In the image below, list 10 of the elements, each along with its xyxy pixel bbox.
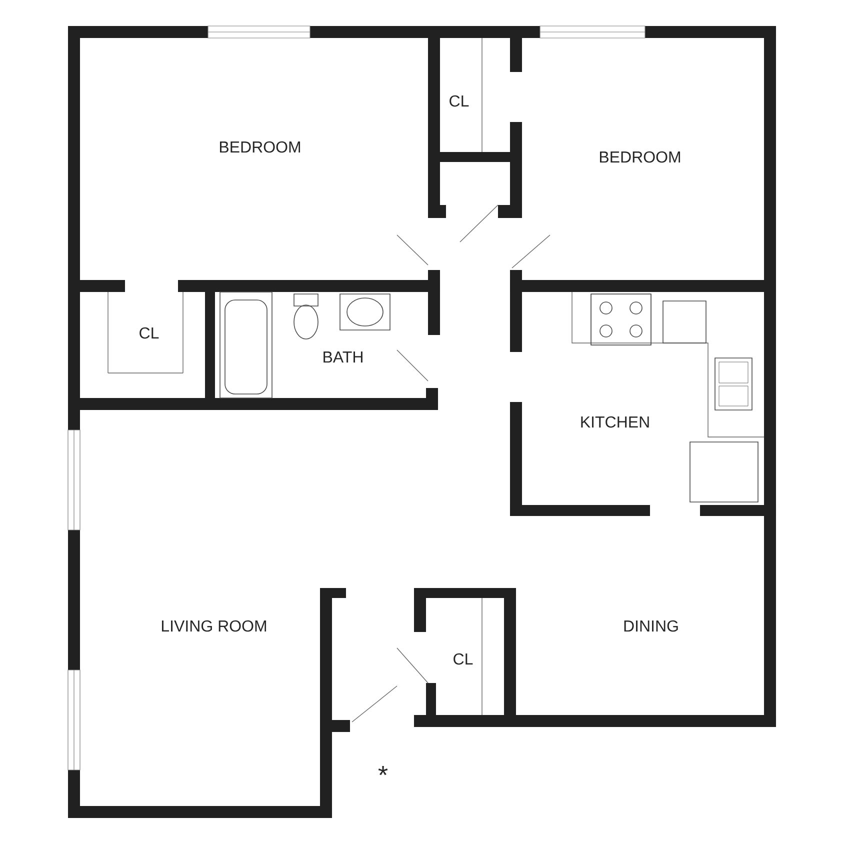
room-label: CL [140, 327, 159, 339]
room-label: BEDROOM [600, 151, 680, 163]
asterisk-mark: * [378, 766, 388, 776]
room-label: CL [450, 95, 469, 107]
room-label: BATH [324, 352, 362, 362]
room-label: CL [454, 653, 473, 665]
room-label: KITCHEN [581, 416, 649, 428]
room-label: BEDROOM [220, 141, 300, 153]
room-label: DINING [624, 620, 678, 632]
room-label: LIVING ROOM [162, 620, 266, 632]
